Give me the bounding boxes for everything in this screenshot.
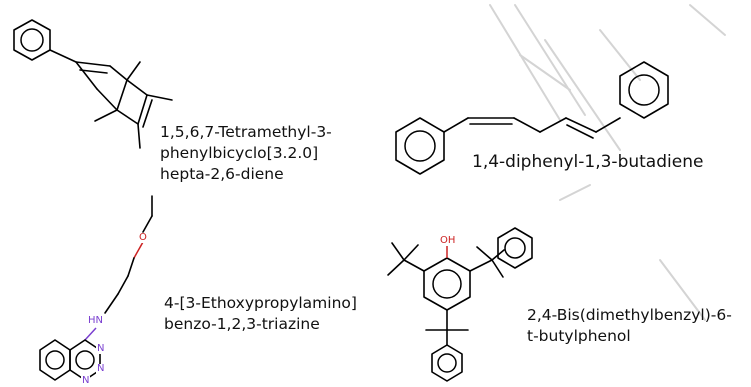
molecule-diphenylbutadiene — [395, 61, 669, 175]
bond — [469, 259, 493, 272]
caption-line: 1,4-diphenyl-1,3-butadiene — [472, 152, 704, 172]
bond — [116, 109, 139, 125]
phenyl-ring-right — [619, 61, 669, 119]
aromatic-circle — [504, 237, 526, 259]
bond — [133, 241, 144, 259]
amine-atom: HN — [87, 315, 104, 326]
bond — [109, 65, 128, 81]
bond — [403, 259, 425, 272]
aromatic-circle — [20, 28, 44, 52]
methyl-bond — [137, 123, 141, 149]
bond — [565, 117, 597, 133]
phenyl-ring-top — [497, 227, 533, 269]
bond — [84, 327, 97, 341]
hydroxyl-atom: OH — [439, 235, 457, 246]
caption-line: benzo-1,2,3-triazine — [164, 315, 320, 333]
bond — [116, 79, 128, 111]
bond — [595, 117, 621, 133]
bond — [49, 49, 77, 63]
bond — [126, 79, 148, 96]
caption-benzotriazine: 4-[3-Ethoxypropylamino] benzo-1,2,3-tria… — [164, 293, 357, 335]
caption-bicyclo-diene: 1,5,6,7-Tetramethyl-3- phenylbicyclo[3.2… — [160, 122, 332, 185]
caption-line: t-butylphenol — [527, 327, 631, 345]
double-bond — [79, 69, 108, 74]
aromatic-circle — [432, 269, 462, 299]
nitrogen-atom: N — [81, 375, 91, 386]
watermark — [489, 4, 726, 321]
molecule-bicyclo-diene — [13, 19, 173, 149]
bond — [443, 117, 469, 133]
nitrogen-atom: N — [96, 343, 106, 354]
methyl-bond — [403, 244, 419, 261]
caption-diphenylbutadiene: 1,4-diphenyl-1,3-butadiene — [472, 152, 703, 173]
bond — [117, 275, 129, 295]
methyl-bond — [387, 259, 405, 276]
aromatic-circle — [437, 353, 457, 373]
benzo-ring — [39, 339, 71, 381]
caption-phenol: 2,4-Bis(dimethylbenzyl)-6- t-butylphenol — [527, 305, 732, 347]
methyl-bond — [94, 109, 118, 122]
aromatic-circle — [628, 74, 660, 106]
aromatic-circle — [45, 350, 65, 370]
bond — [539, 117, 567, 133]
methyl-bond — [476, 246, 493, 261]
bond — [75, 61, 98, 90]
bond — [96, 88, 118, 111]
phenol-ring — [423, 257, 471, 311]
caption-line: 2,4-Bis(dimethylbenzyl)-6- — [527, 306, 732, 324]
aromatic-circle — [404, 130, 436, 162]
nitrogen-atom: N — [96, 363, 106, 374]
bond — [104, 293, 119, 314]
phenyl-ring — [13, 19, 51, 61]
methyl-bond — [126, 61, 141, 81]
bond — [75, 61, 111, 67]
bond — [142, 215, 153, 233]
caption-line: 4-[3-Ethoxypropylamino] — [164, 294, 357, 312]
methyl-bond — [491, 259, 504, 278]
bond — [137, 94, 148, 125]
double-bond — [142, 99, 153, 128]
bond — [127, 257, 135, 277]
caption-line: phenylbicyclo[3.2.0] — [160, 144, 319, 162]
bond — [513, 117, 541, 133]
phenyl-ring-bottom — [431, 344, 463, 382]
molecule-phenol — [387, 227, 533, 382]
double-bond — [566, 124, 594, 139]
aromatic-circle — [75, 350, 95, 370]
methyl-bond — [391, 242, 405, 261]
caption-line: 1,5,6,7-Tetramethyl-3- — [160, 123, 332, 141]
methyl-bond — [146, 94, 173, 101]
phenyl-ring-left — [395, 117, 445, 175]
caption-line: hepta-2,6-diene — [160, 165, 284, 183]
oxygen-atom: O — [138, 232, 148, 243]
